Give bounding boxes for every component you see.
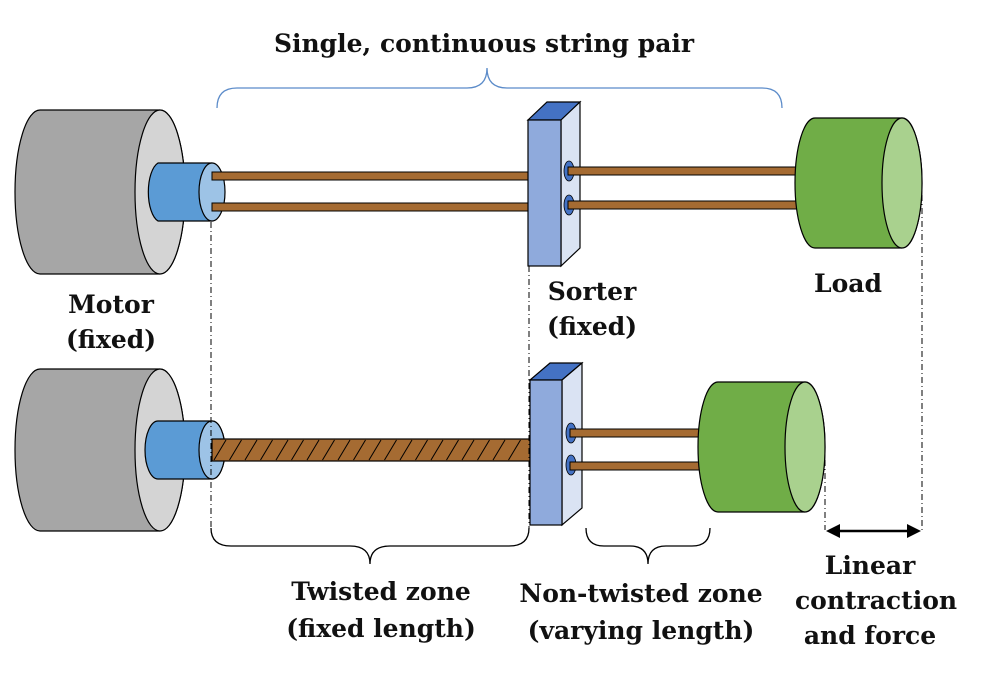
nontwisted-zone-label-line2: (varying length) [528, 616, 755, 645]
load-bottom [697, 381, 826, 513]
sorter-bottom [528, 361, 584, 527]
twist-line [477, 439, 490, 461]
twist-line [492, 439, 506, 461]
shaft-bottom [144, 420, 226, 480]
string-top-lower-left [211, 202, 531, 212]
string-top-upper-right [567, 166, 799, 176]
string-top-lower-right [567, 200, 799, 210]
twisted-string [211, 438, 531, 462]
twist-line [415, 439, 428, 461]
nontwisted-zone-label-line1: Non-twisted zone [519, 579, 762, 608]
motor-label-line2: (fixed) [66, 325, 156, 354]
twist-line [229, 439, 242, 461]
twist-line [213, 439, 227, 461]
twist-line [430, 439, 444, 461]
linear-contraction-label-line1: Linear [825, 551, 916, 580]
twist-line [275, 439, 289, 461]
contraction-arrow [826, 524, 921, 538]
twist-line [306, 439, 320, 461]
brace-nontwisted [585, 527, 711, 565]
brace-twisted [210, 527, 530, 565]
bottom-assembly [14, 361, 826, 532]
sorter-top [526, 100, 582, 268]
twist-line [384, 439, 397, 461]
linear-contraction-label-line3: and force [804, 621, 936, 650]
twist-line [353, 439, 366, 461]
twisted-zone-label-line1: Twisted zone [291, 577, 471, 606]
twist-line [446, 439, 459, 461]
top-assembly [14, 100, 923, 275]
sorter-label-line2: (fixed) [547, 312, 637, 341]
top-brace-label: Single, continuous string pair [274, 29, 695, 58]
motor-top [14, 109, 186, 275]
load-top [794, 117, 923, 249]
twist-line [337, 439, 351, 461]
twist-line [368, 439, 382, 461]
linear-contraction-label-line2: contraction [795, 586, 957, 615]
twist-line [461, 439, 475, 461]
brace-top [216, 67, 783, 109]
motor-bottom [14, 368, 186, 532]
twisted-zone-label-line2: (fixed length) [286, 614, 476, 643]
twist-line [322, 439, 335, 461]
load-label: Load [814, 269, 882, 298]
twist-line [244, 439, 258, 461]
string-bottom-upper-right [569, 428, 702, 438]
sorter-label-line1: Sorter [548, 277, 637, 306]
twist-line [260, 439, 273, 461]
twist-lines [213, 439, 521, 461]
guide-lines [210, 195, 923, 530]
twist-line [291, 439, 304, 461]
string-top-upper-left [211, 171, 531, 181]
motor-label-line1: Motor [68, 290, 155, 319]
string-bottom-lower-right [569, 461, 702, 471]
twist-line [508, 439, 521, 461]
twist-line [399, 439, 413, 461]
